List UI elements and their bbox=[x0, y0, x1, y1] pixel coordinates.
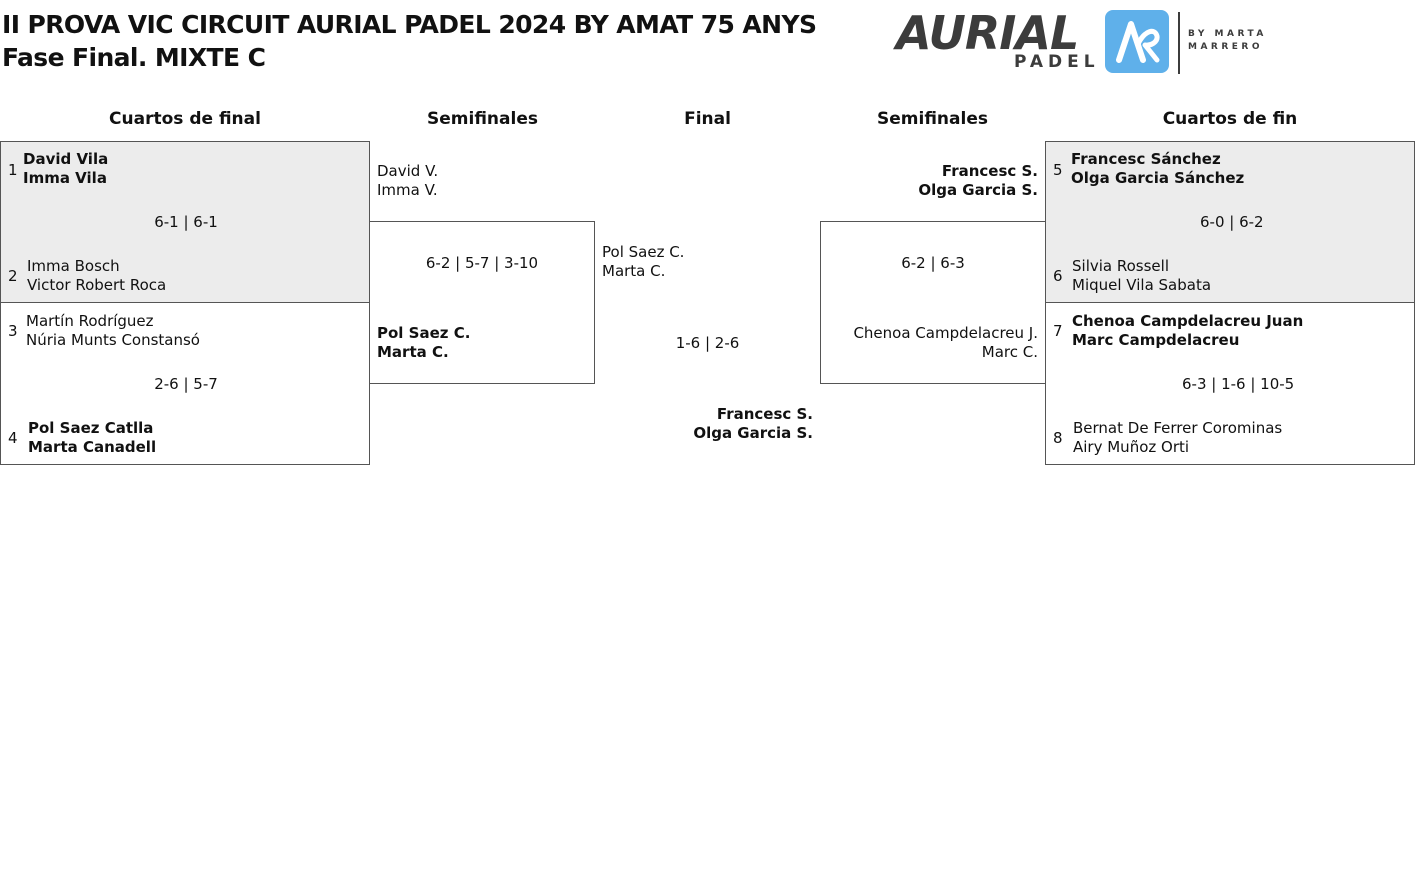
title-line-1: II PROVA VIC CIRCUIT AURIAL PADEL 2024 B… bbox=[2, 10, 817, 39]
match-score: 6-1 | 6-1 bbox=[154, 213, 218, 231]
team-player: Chenoa Campdelacreu J. bbox=[853, 324, 1038, 342]
round-header-right-quarterfinals: Cuartos de fin bbox=[1162, 109, 1298, 129]
right-sf-team-top-player: Olga Garcia S. bbox=[918, 181, 1038, 199]
team-player: Olga Garcia Sánchez bbox=[1071, 169, 1245, 187]
left-sf-match: 6-2 | 5-7 | 3-10 Pol Saez C. Marta C. bbox=[369, 221, 595, 384]
team-player: Miquel Vila Sabata bbox=[1072, 276, 1212, 294]
logo-by-line-2: MARRERO bbox=[1188, 42, 1264, 52]
seed-number: 8 bbox=[1053, 429, 1063, 447]
team-player: Marc C. bbox=[981, 343, 1038, 361]
match-score: 2-6 | 5-7 bbox=[154, 375, 218, 393]
aurial-padel-logo: AURIAL PADEL BY MARTA MARRERO bbox=[896, 8, 1276, 78]
team-player: David Vila bbox=[23, 150, 109, 168]
team-player: Francesc Sánchez bbox=[1071, 150, 1221, 168]
left-qf-match-2: 3 Martín Rodríguez Núria Munts Constansó… bbox=[0, 302, 370, 465]
tournament-title: II PROVA VIC CIRCUIT AURIAL PADEL 2024 B… bbox=[2, 8, 817, 74]
logo-ar-icon bbox=[1105, 10, 1169, 73]
seed-number: 1 bbox=[8, 161, 18, 179]
team-player: Chenoa Campdelacreu Juan bbox=[1072, 312, 1304, 330]
logo-divider bbox=[1178, 12, 1180, 74]
round-header-final: Final bbox=[684, 109, 731, 129]
round-header-left-quarterfinals: Cuartos de final bbox=[109, 109, 261, 129]
seed-number: 2 bbox=[8, 267, 18, 285]
right-qf-column: 5 Francesc Sánchez Olga Garcia Sánchez 6… bbox=[1045, 141, 1415, 465]
left-qf-match-1: 1 David Vila Imma Vila 6-1 | 6-1 2 Imma … bbox=[0, 141, 370, 303]
seed-number: 3 bbox=[8, 322, 18, 340]
team-player: Marta C. bbox=[377, 343, 449, 361]
team-player: Bernat De Ferrer Corominas bbox=[1073, 419, 1283, 437]
team-player: Pol Saez C. bbox=[602, 243, 685, 261]
left-sf-team-top-player: Imma V. bbox=[377, 181, 438, 199]
team-player: Airy Muñoz Orti bbox=[1073, 438, 1190, 456]
match-score: 6-3 | 1-6 | 10-5 bbox=[1182, 375, 1295, 393]
team-player: Núria Munts Constansó bbox=[26, 331, 200, 349]
logo-padel-text: PADEL bbox=[1014, 52, 1100, 72]
round-header-right-semifinals: Semifinales bbox=[877, 109, 988, 129]
seed-number: 5 bbox=[1053, 161, 1063, 179]
team-player: Victor Robert Roca bbox=[27, 276, 167, 294]
team-player: Marta C. bbox=[602, 262, 666, 280]
right-sf-team-top-player: Francesc S. bbox=[941, 162, 1038, 180]
team-player: Francesc S. bbox=[716, 405, 813, 423]
seed-number: 4 bbox=[8, 429, 18, 447]
round-header-left-semifinals: Semifinales bbox=[427, 109, 538, 129]
team-player: Imma Bosch bbox=[27, 257, 120, 275]
seed-number: 6 bbox=[1053, 267, 1063, 285]
right-qf-match-1: 5 Francesc Sánchez Olga Garcia Sánchez 6… bbox=[1045, 141, 1415, 303]
team-player: Pol Saez C. bbox=[377, 324, 471, 342]
right-qf-match-2: 7 Chenoa Campdelacreu Juan Marc Campdela… bbox=[1045, 302, 1415, 465]
seed-number: 7 bbox=[1053, 322, 1063, 340]
left-sf-team-top-player: David V. bbox=[377, 162, 439, 180]
title-line-2: Fase Final. MIXTE C bbox=[2, 43, 266, 72]
logo-wordmark: AURIAL bbox=[896, 6, 1079, 60]
match-score: 1-6 | 2-6 bbox=[675, 334, 740, 352]
match-score: 6-0 | 6-2 bbox=[1200, 213, 1264, 231]
logo-by-text: BY MARTA MARRERO bbox=[1188, 28, 1267, 54]
match-score: 6-2 | 6-3 bbox=[901, 254, 965, 272]
team-player: Imma Vila bbox=[23, 169, 107, 187]
team-player: Martín Rodríguez bbox=[26, 312, 154, 330]
team-player: Marc Campdelacreu bbox=[1072, 331, 1240, 349]
team-player: Olga Garcia S. bbox=[693, 424, 813, 442]
right-sf-match: 6-2 | 6-3 Chenoa Campdelacreu J. Marc C. bbox=[820, 221, 1046, 384]
match-score: 6-2 | 5-7 | 3-10 bbox=[425, 254, 539, 272]
team-player: Pol Saez Catlla bbox=[28, 419, 154, 437]
team-player: Marta Canadell bbox=[28, 438, 157, 456]
final-match: Pol Saez C. Marta C. 1-6 | 2-6 Francesc … bbox=[595, 240, 820, 450]
team-player: Silvia Rossell bbox=[1072, 257, 1169, 275]
logo-by-line-1: BY MARTA bbox=[1188, 29, 1267, 39]
